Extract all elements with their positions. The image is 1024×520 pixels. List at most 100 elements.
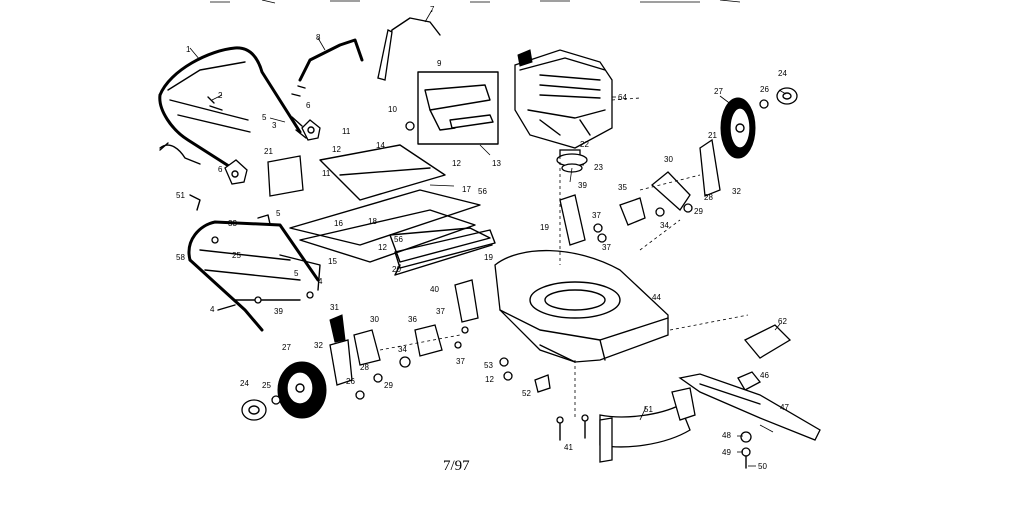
callout-21: 21 — [264, 147, 273, 156]
callout-2: 2 — [218, 91, 223, 100]
callout-29: 29 — [384, 381, 393, 390]
callout-3: 3 — [272, 121, 277, 130]
callout-12: 12 — [378, 243, 387, 252]
callout-36: 36 — [408, 315, 417, 324]
callout-10: 10 — [388, 105, 397, 114]
pulley — [556, 153, 588, 173]
deck-hardware — [499, 357, 551, 393]
assembly-lines — [379, 97, 749, 351]
callout-33: 33 — [228, 219, 237, 228]
callout-37: 37 — [436, 307, 445, 316]
callout-9: 9 — [437, 59, 442, 68]
callout-62: 62 — [778, 317, 787, 326]
callout-37: 37 — [602, 243, 611, 252]
callout-26: 26 — [760, 85, 769, 94]
callout-52: 52 — [522, 389, 531, 398]
callout-28: 28 — [704, 193, 713, 202]
callout-14: 14 — [376, 141, 385, 150]
lower-handle — [187, 220, 321, 332]
callout-6: 6 — [218, 165, 223, 174]
callout-53: 53 — [484, 361, 493, 370]
callout-46: 46 — [760, 371, 769, 380]
callout-12: 12 — [452, 159, 461, 168]
callout-39: 39 — [274, 307, 283, 316]
handle-hardware — [207, 96, 321, 185]
callout-5: 5 — [294, 269, 299, 278]
callout-30: 30 — [664, 155, 673, 164]
discharge-bracket — [454, 279, 479, 349]
callout-48: 48 — [722, 431, 731, 440]
top-edge-fragments — [210, 0, 741, 4]
callout-47: 47 — [780, 403, 789, 412]
mulch-baffle — [599, 387, 696, 463]
callout-40: 40 — [430, 285, 439, 294]
misc-hardware — [189, 194, 314, 311]
callout-5: 5 — [276, 209, 281, 218]
callout-37: 37 — [592, 211, 601, 220]
callout-7: 7 — [430, 5, 435, 14]
callout-35: 35 — [618, 183, 627, 192]
callout-5: 5 — [262, 113, 267, 122]
callout-6: 6 — [306, 101, 311, 110]
callout-56: 56 — [478, 187, 487, 196]
callout-15: 15 — [328, 257, 337, 266]
callout-34: 34 — [398, 345, 407, 354]
date-code: 7/97 — [443, 458, 470, 474]
callout-19: 19 — [540, 223, 549, 232]
callout-29: 29 — [694, 207, 703, 216]
callout-26: 26 — [346, 377, 355, 386]
callout-17: 17 — [462, 185, 471, 194]
callout-34: 34 — [660, 221, 669, 230]
callout-16: 16 — [334, 219, 343, 228]
control-cable — [159, 142, 201, 165]
callout-1: 1 — [186, 45, 191, 54]
deflector-detail-box — [405, 71, 499, 145]
callout-37: 37 — [456, 357, 465, 366]
callout-12: 12 — [485, 375, 494, 384]
callout-51: 51 — [176, 191, 185, 200]
callout-41: 41 — [564, 443, 573, 452]
callout-49: 49 — [722, 448, 731, 457]
callout-25: 25 — [262, 381, 271, 390]
callout-21: 21 — [708, 131, 717, 140]
mower-deck — [494, 150, 669, 418]
upper-handle — [158, 46, 302, 172]
control-bar — [291, 38, 364, 97]
callout-23: 23 — [594, 163, 603, 172]
callout-27: 27 — [714, 87, 723, 96]
engine — [514, 49, 613, 163]
rear-shield — [289, 144, 496, 276]
callout-58: 58 — [176, 253, 185, 262]
callout-labels: 1 2 3 5 6 6 7 8 9 10 11 11 12 12 12 12 1… — [176, 5, 789, 471]
callout-32: 32 — [732, 187, 741, 196]
callout-64: 64 — [618, 93, 627, 102]
callout-32: 32 — [314, 341, 323, 350]
callout-28: 28 — [360, 363, 369, 372]
callout-51: 51 — [644, 405, 653, 414]
callout-31: 31 — [330, 303, 339, 312]
callout-30: 30 — [370, 315, 379, 324]
callout-27: 27 — [282, 343, 291, 352]
callout-11: 11 — [342, 127, 351, 136]
callout-39: 39 — [578, 181, 587, 190]
rear-wheel-right — [720, 87, 798, 159]
deck-bolts — [556, 414, 589, 441]
front-wheel-left — [241, 361, 327, 421]
callout-13: 13 — [492, 159, 501, 168]
callout-4: 4 — [318, 277, 323, 286]
callout-50: 50 — [758, 462, 767, 471]
callout-25: 25 — [232, 251, 241, 260]
callout-8: 8 — [316, 33, 321, 42]
callout-19: 19 — [484, 253, 493, 262]
blade-assembly — [678, 324, 821, 469]
callout-18: 18 — [368, 217, 377, 226]
callout-22: 22 — [580, 140, 589, 149]
height-adjuster-front — [559, 194, 607, 246]
handle-grip — [377, 17, 441, 81]
callout-24: 24 — [778, 69, 787, 78]
grass-bag-bracket — [267, 155, 304, 197]
callout-56: 56 — [394, 235, 403, 244]
callout-24: 24 — [240, 379, 249, 388]
